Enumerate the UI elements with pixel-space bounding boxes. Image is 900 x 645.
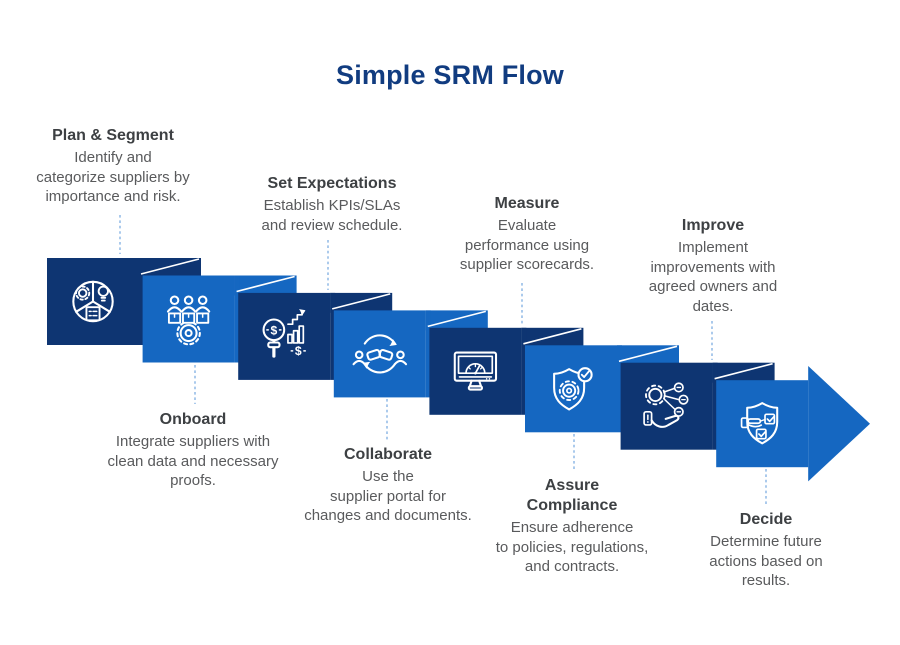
- label-assure-compliance: Assure Compliance Ensure adherence to po…: [462, 476, 682, 577]
- handshake-icon: [352, 334, 408, 374]
- step-title: Measure: [494, 195, 560, 212]
- step-description: Ensure adherence to policies, regulation…: [495, 519, 649, 575]
- label-decide: Decide Determine future actions based on…: [656, 510, 876, 591]
- label-improve: Improve Implement improvements with agre…: [603, 216, 823, 316]
- step-description: Evaluate performance using supplier scor…: [459, 217, 595, 273]
- shield-gear-icon: [553, 367, 593, 411]
- gear-hand-icon: [643, 382, 689, 428]
- step-description: Identify and categorize suppliers by imp…: [36, 149, 190, 205]
- step-description: Use the supplier portal for changes and …: [304, 468, 472, 524]
- panel-improve: [620, 362, 775, 450]
- panel-plan-segment: [47, 258, 201, 345]
- step-title: Improve: [681, 217, 745, 234]
- label-collaborate: Collaborate Use the supplier portal for …: [278, 445, 498, 526]
- flow-arrowhead: [808, 366, 870, 482]
- label-plan-segment: Plan & Segment Identify and categorize s…: [3, 126, 223, 207]
- connector-lines: [119, 215, 767, 505]
- label-measure: Measure Evaluate performance using suppl…: [417, 194, 637, 275]
- panel-measure: [429, 327, 584, 415]
- step-title: Assure Compliance: [526, 477, 618, 514]
- label-set-expectations: Set Expectations Establish KPIs/SLAs and…: [222, 174, 442, 235]
- step-description: Implement improvements with agreed owner…: [648, 239, 778, 315]
- dashboard-monitor-icon: [453, 351, 498, 391]
- panel-set-expectations: $ $: [238, 292, 393, 380]
- step-title: Set Expectations: [267, 175, 397, 192]
- dollar-glyph: $: [295, 344, 302, 358]
- dollar-glyph: $: [270, 324, 277, 338]
- page-title: Simple SRM Flow: [335, 60, 565, 90]
- shield-checklist-icon: [740, 402, 779, 445]
- step-description: Determine future actions based on result…: [709, 533, 823, 589]
- kpi-analysis-icon: $ $: [262, 309, 307, 358]
- step-title: Decide: [739, 511, 793, 528]
- onboard-icon: [166, 295, 211, 346]
- panel-onboard: [142, 275, 297, 363]
- plan-segment-icon: [72, 280, 114, 323]
- step-description: Establish KPIs/SLAs and review schedule.: [261, 197, 403, 234]
- panel-collaborate: [333, 310, 488, 398]
- step-description: Integrate suppliers with clean data and …: [107, 433, 279, 489]
- step-title: Plan & Segment: [52, 127, 174, 144]
- panel-assure-compliance: [525, 345, 679, 433]
- label-onboard: Onboard Integrate suppliers with clean d…: [83, 410, 303, 491]
- panel-decide: [716, 366, 870, 482]
- step-title: Collaborate: [343, 446, 432, 463]
- step-title: Onboard: [159, 411, 227, 428]
